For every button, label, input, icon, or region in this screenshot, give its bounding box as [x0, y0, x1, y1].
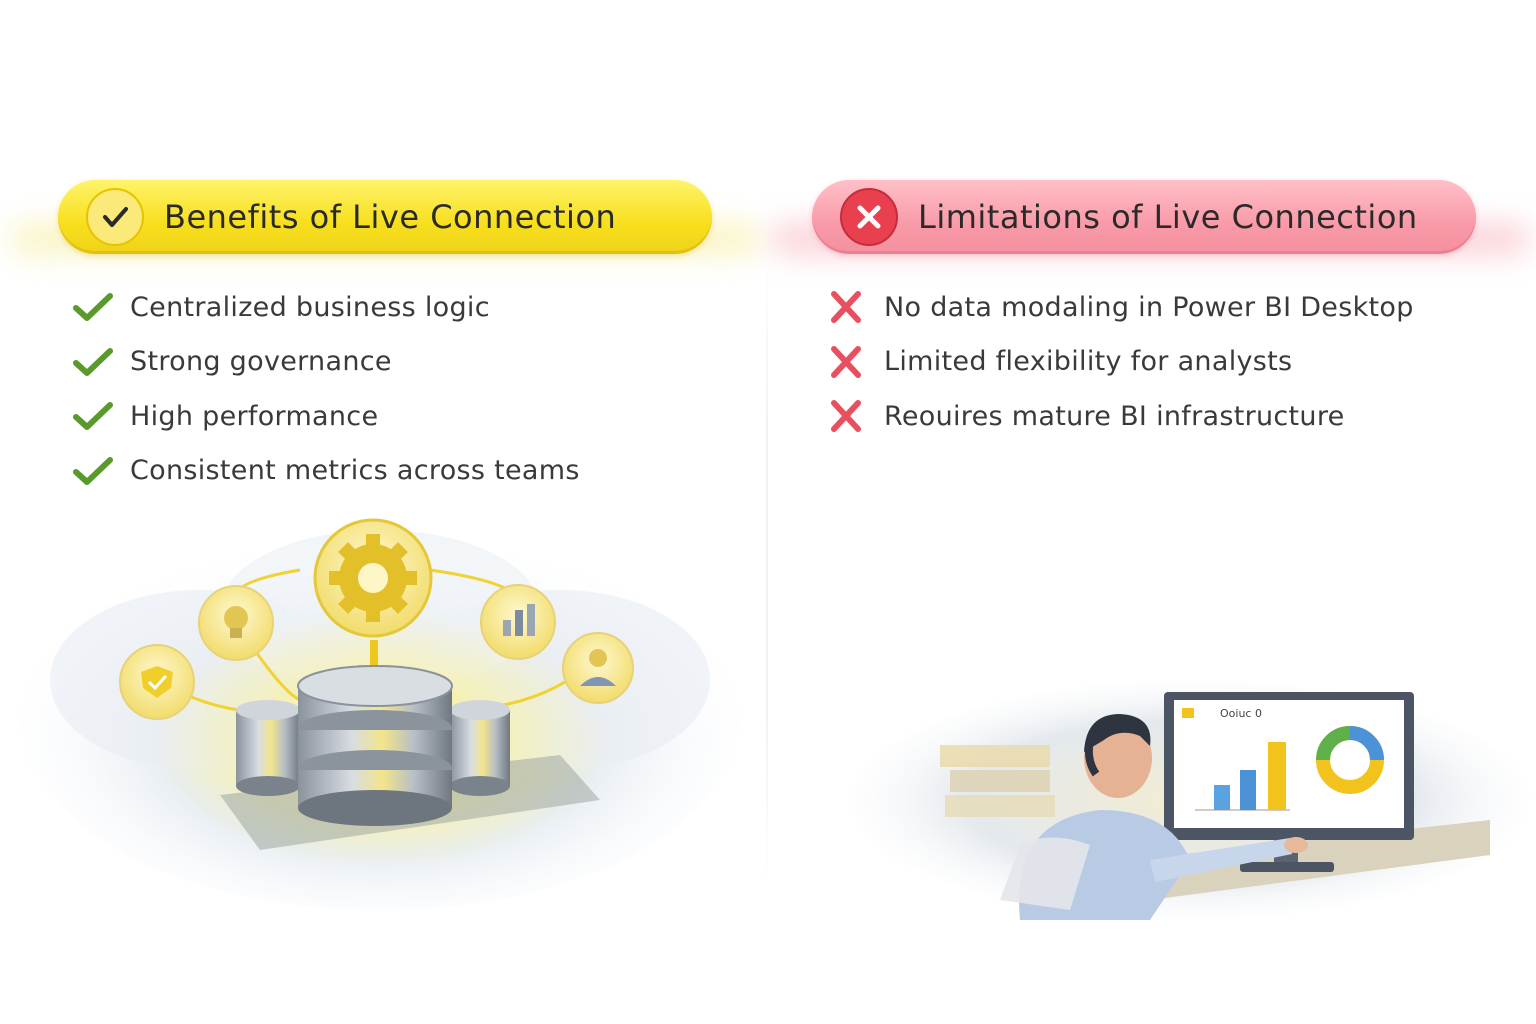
list-item: Consistent metrics across teams — [72, 444, 580, 499]
x-icon — [840, 188, 898, 246]
limitations-title: Limitations of Live Connection — [918, 198, 1418, 236]
benefits-header: Benefits of Live Connection — [58, 180, 712, 254]
user-icon — [562, 632, 634, 704]
benefit-label: High performance — [130, 400, 379, 432]
benefit-label: Centralized business logic — [130, 291, 490, 323]
red-x-icon — [831, 291, 861, 324]
green-check-icon — [73, 402, 113, 431]
green-check-icon — [73, 347, 113, 376]
list-item: High performance — [72, 389, 580, 444]
folder-icon — [1182, 708, 1194, 718]
red-x-icon — [831, 400, 861, 433]
bar-mark — [1268, 742, 1286, 810]
monitor-caption: Ooiuc 0 — [1220, 707, 1262, 720]
benefit-label: Consistent metrics across teams — [130, 455, 580, 487]
lightbulb-icon — [198, 585, 274, 661]
limitation-label: Limited flexibility for analysts — [884, 346, 1293, 378]
list-item: Reouires mature BI infrastructure — [826, 389, 1414, 444]
list-item: Strong governance — [72, 335, 580, 390]
limitations-panel: Limitations of Live Connection No data m… — [770, 170, 1536, 930]
limitation-label: No data modaling in Power BI Desktop — [884, 291, 1414, 323]
person — [1000, 714, 1308, 920]
chart-icon — [480, 584, 556, 660]
paper-stack — [940, 745, 1055, 817]
gear-icon — [313, 518, 433, 638]
limitations-list: No data modaling in Power BI Desktop Lim… — [826, 280, 1414, 444]
list-item: Limited flexibility for analysts — [826, 335, 1414, 390]
list-item: No data modaling in Power BI Desktop — [826, 280, 1414, 335]
benefits-panel: Benefits of Live Connection Centralized … — [0, 170, 760, 930]
limitation-label: Reouires mature BI infrastructure — [884, 400, 1345, 432]
green-check-icon — [73, 293, 113, 322]
green-check-icon — [73, 456, 113, 485]
benefits-title: Benefits of Live Connection — [164, 198, 617, 236]
limitations-header: Limitations of Live Connection — [812, 180, 1476, 254]
red-x-icon — [831, 345, 861, 378]
list-item: Centralized business logic — [72, 280, 580, 335]
bar-mark — [1240, 770, 1256, 810]
shield-check-icon — [119, 644, 195, 720]
benefit-label: Strong governance — [130, 346, 392, 378]
checkmark-icon — [86, 188, 144, 246]
analyst-at-monitor-illustration: Ooiuc 0 — [850, 680, 1530, 920]
database-cloud-illustration — [20, 518, 740, 910]
panel-divider — [766, 250, 768, 890]
benefits-list: Centralized business logic Strong govern… — [72, 280, 580, 498]
database-icon — [236, 665, 510, 826]
bar-mark — [1214, 785, 1230, 810]
